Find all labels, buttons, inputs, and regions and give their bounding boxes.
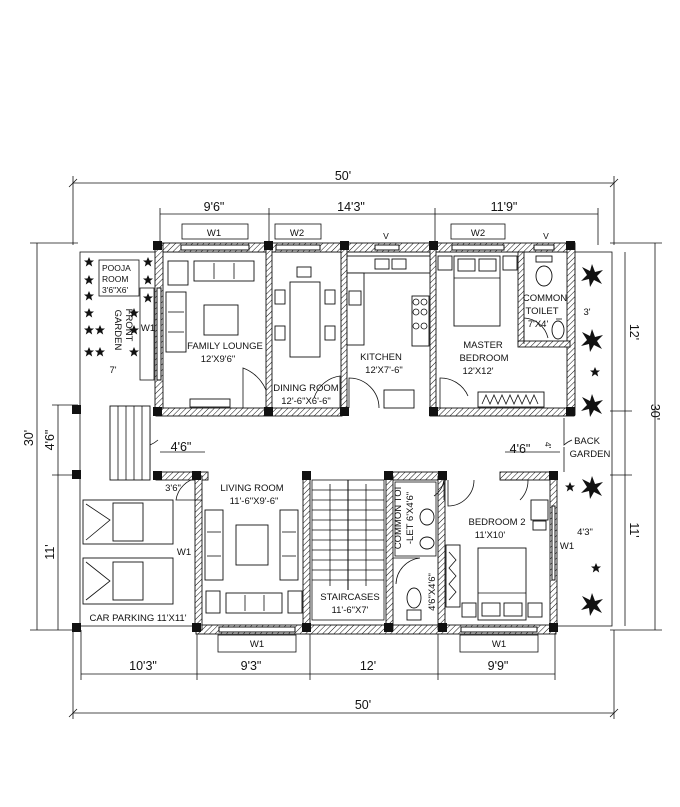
window-w2-master: W2 [471, 228, 485, 239]
common-toilet-side-dim: 3' [583, 307, 590, 318]
dim-bottom-2: 9'3" [241, 659, 262, 673]
pooja-room-label-line2: ROOM [102, 274, 128, 284]
common-toilet-2-fixtures [393, 477, 445, 621]
columns [72, 241, 575, 632]
dim-right-1: 12' [627, 324, 641, 340]
front-garden-area [84, 257, 155, 381]
living-room-side-dim: 3'6" [165, 483, 181, 494]
passage-left-width: 4'6" [171, 440, 192, 454]
dim-overall-left: 30' [22, 430, 36, 446]
pooja-room-label-line1: POOJA [102, 263, 131, 273]
dining-room-size: 12'-6"X6'-6" [281, 396, 330, 407]
master-bedroom-furniture [437, 255, 549, 408]
ventilator-kitchen: V [383, 231, 389, 241]
bedroom-2-label: BEDROOM 2 [468, 517, 525, 528]
staircase [311, 479, 385, 621]
staircase-label: STAIRCASES [320, 592, 379, 603]
dim-left-2: 11' [43, 544, 57, 559]
common-toilet-size: 7'X4' [528, 319, 549, 330]
window-w1-bedroom2: W1 [560, 541, 574, 552]
passage-right-small: 4' [543, 442, 553, 449]
living-room-furniture [175, 477, 303, 614]
common-toilet-fixtures [535, 255, 565, 340]
living-room-size: 11'-6"X9'-6" [230, 496, 279, 507]
window-w1-living-bottom: W1 [250, 639, 264, 650]
bedroom-2-furniture [445, 479, 549, 621]
window-w1-front-garden: W1 [141, 323, 155, 334]
dim-bottom-3: 12' [360, 659, 376, 673]
family-lounge-size: 12'X9'6" [201, 354, 235, 365]
dim-overall-bottom: 50' [355, 698, 371, 712]
dim-top-2: 14'3" [337, 200, 365, 214]
living-room-label: LIVING ROOM [220, 483, 283, 494]
front-garden-label-line1: FRONT [123, 309, 134, 342]
window-w1-car-parking: W1 [177, 547, 191, 558]
walls [154, 242, 576, 635]
window-w2-top: W2 [290, 228, 304, 239]
back-garden-label-line2: GARDEN [570, 449, 611, 460]
dim-bottom-1: 10'3" [129, 659, 157, 673]
window-w1-top: W1 [207, 228, 221, 239]
staircase-size: 11'-6"X7' [332, 605, 369, 616]
pooja-room-size: 3'6"X6' [102, 285, 128, 295]
kitchen-label: KITCHEN [360, 352, 402, 363]
dim-left-1: 4'6" [43, 430, 57, 451]
bedroom-2-side-dim: 4'3" [577, 527, 593, 538]
family-lounge-label: FAMILY LOUNGE [187, 341, 263, 352]
master-bedroom-label-line2: BEDROOM [459, 353, 508, 364]
dining-furniture [274, 266, 341, 408]
dining-room-label: DINING ROOM [273, 383, 339, 394]
common-toilet-2-side-dim: 4'6"X4'6" [427, 573, 438, 611]
dim-overall-right: 30' [648, 404, 662, 420]
dim-right-2: 11' [627, 522, 641, 537]
master-bedroom-label-line1: MASTER [463, 340, 503, 351]
car-parking-cars [82, 499, 174, 605]
entry-steps [109, 405, 151, 481]
common-toilet-2-label-line2: -LET 6'X4'6" [405, 492, 416, 544]
dim-top-3: 11'9" [491, 200, 518, 214]
kitchen-size: 12'X7'-6" [365, 365, 403, 376]
family-lounge-furniture [165, 260, 267, 408]
dim-bottom-4: 9'9" [488, 659, 509, 673]
window-labels: W1 W2 V W2 V W1 W1 W1 W1 W1 [141, 228, 574, 650]
common-toilet-label-line1: COMMON [523, 293, 567, 304]
front-garden-label-line2: GARDEN [112, 310, 123, 351]
common-toilet-label-line2: TOILET [525, 306, 558, 317]
car-parking-label: CAR PARKING 11'X11' [89, 613, 186, 624]
dim-top-1: 9'6" [204, 200, 225, 214]
front-garden-size: 7' [109, 365, 116, 376]
master-bedroom-size: 12'X12' [462, 366, 493, 377]
common-toilet-2-label-line1: COMMON TOI [393, 487, 404, 549]
back-garden-label-line1: BACK [574, 436, 601, 447]
dimension-lines [30, 176, 662, 719]
dimension-labels: 50' 9'6" 14'3" 11'9" 10'3" 9'3" 12' 9'9"… [22, 169, 662, 712]
bedroom-2-size: 11'X10' [475, 530, 506, 541]
window-w1-bedroom-bottom: W1 [492, 639, 506, 650]
passage-right-width: 4'6" [510, 442, 531, 456]
kitchen-fixtures [346, 255, 431, 409]
dim-overall-top: 50' [335, 169, 351, 183]
ventilator-toilet: V [543, 231, 549, 241]
room-labels: POOJA ROOM 3'6"X6' FRONT GARDEN 7' FAMIL… [89, 263, 610, 624]
